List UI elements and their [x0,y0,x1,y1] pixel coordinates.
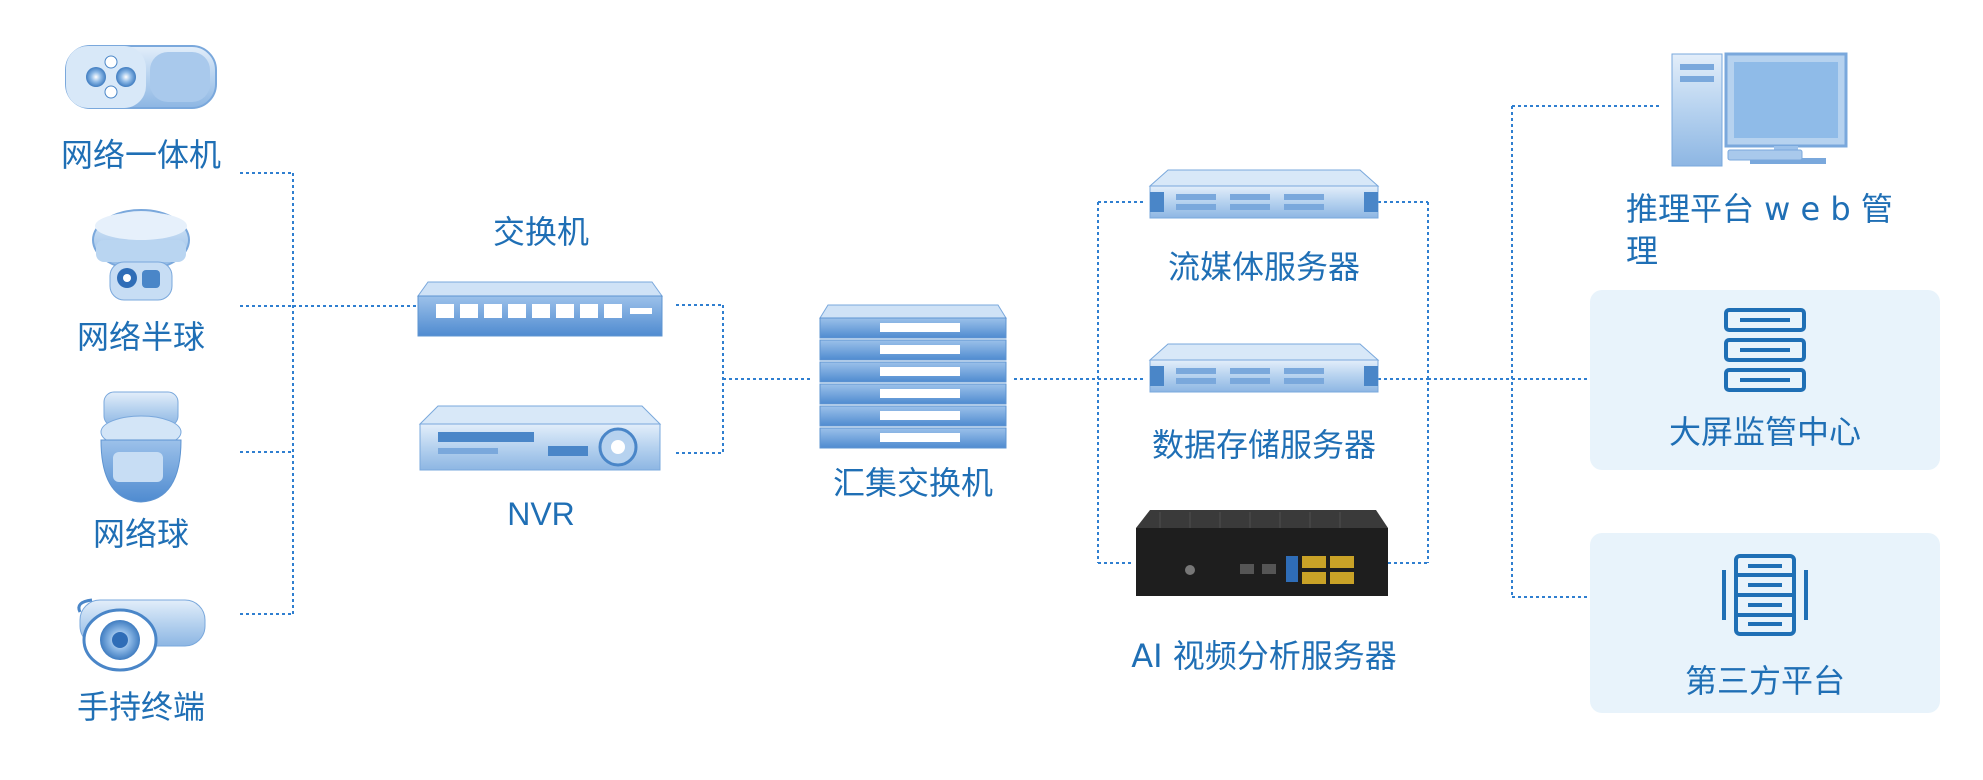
storage-server-icon [1148,343,1380,393]
web-label-line2: 理 [1626,232,1658,270]
thirdparty-label: 第三方平台 [1685,662,1845,700]
server-stack-icon [1724,308,1806,392]
ai-box-server-icon [1136,510,1388,596]
bigscreen-label: 大屏监管中心 [1669,413,1861,451]
storage-server-label: 数据存储服务器 [1152,426,1376,464]
core-switch-label: 汇集交换机 [833,464,993,502]
connectors [240,105,1660,615]
camera-label-dome: 网络半球 [77,318,205,356]
core-switch-icon [819,304,1007,449]
bigscreen-panel: 大屏监管中心 [1590,290,1940,470]
camera-label-handheld: 手持终端 [77,688,205,726]
ptz-camera-icon [100,391,182,503]
nvr-label: NVR [507,496,575,532]
nvr-icon [418,405,662,471]
stream-server-label: 流媒体服务器 [1168,248,1360,286]
bullet-camera-icon [65,45,217,109]
handheld-camera-icon [77,598,206,672]
stream-server-icon [1148,169,1380,219]
web-label-line1: 推理平台 w e b 管 [1626,190,1893,228]
camera-label-ptz: 网络球 [93,515,189,553]
thirdparty-panel: 第三方平台 [1590,533,1940,713]
desktop-computer-icon [1671,52,1848,167]
switch-label: 交换机 [493,213,589,251]
camera-label-bullet: 网络一体机 [61,136,221,174]
dome-camera-icon [92,209,190,301]
server-rack-icon [1722,554,1808,636]
access-switch-icon [417,281,663,337]
ai-server-label: AI 视频分析服务器 [1131,637,1397,675]
